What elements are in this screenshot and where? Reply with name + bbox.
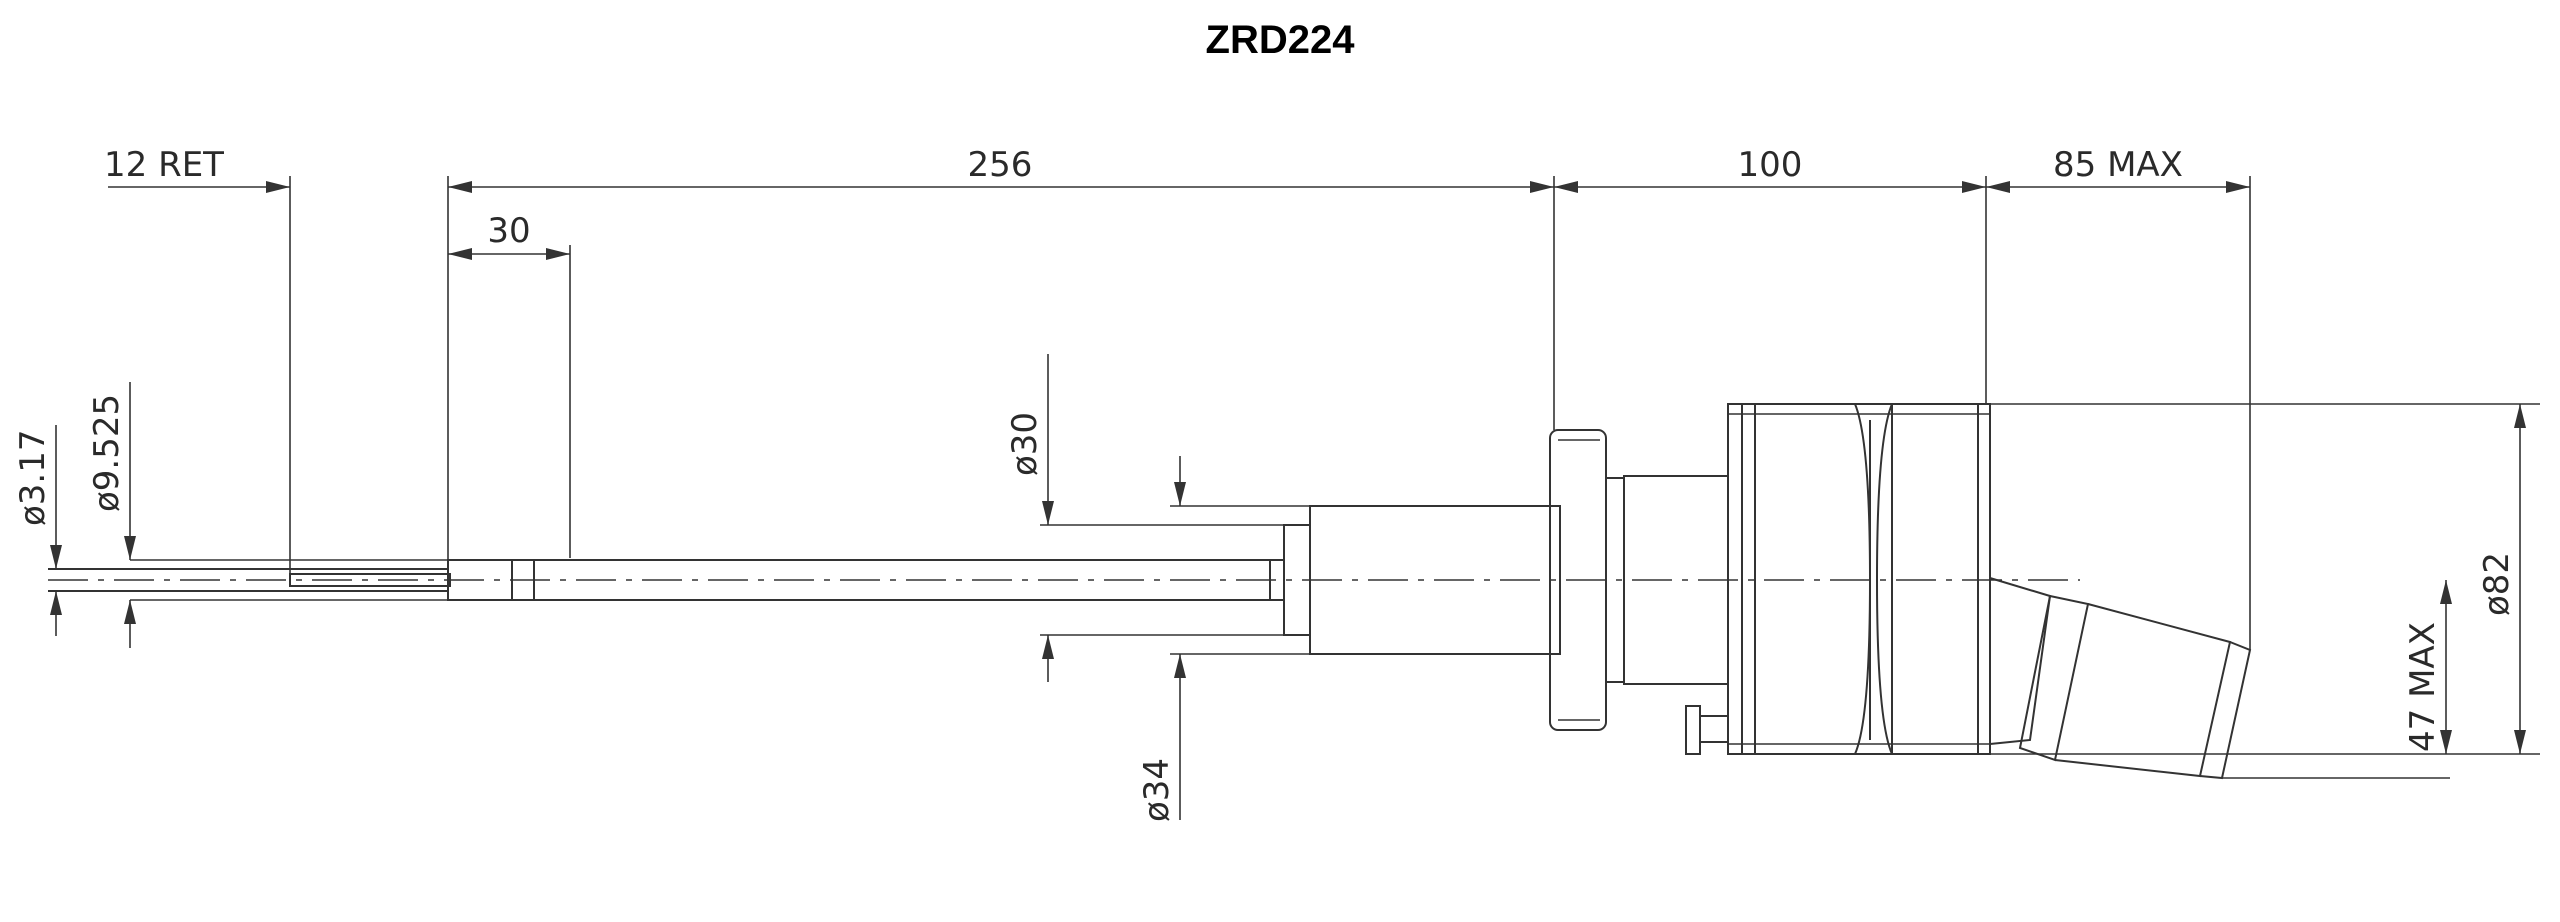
dim-47-max: 47 MAX bbox=[2403, 580, 2452, 754]
dim-d34: ø34 bbox=[1137, 456, 1186, 822]
dim-30-label: 30 bbox=[487, 211, 530, 251]
dim-d30-label: ø30 bbox=[1005, 412, 1045, 476]
drawing-title: ZRD224 bbox=[1205, 18, 1355, 62]
dim-47-max-label: 47 MAX bbox=[2403, 622, 2443, 752]
dim-12-ret-label: 12 RET bbox=[104, 145, 224, 185]
dim-30: 30 bbox=[448, 211, 570, 260]
dim-d82: ø82 bbox=[2477, 404, 2526, 754]
dim-100: 100 bbox=[1554, 145, 1986, 193]
dim-d317-label: ø3.17 bbox=[13, 429, 53, 526]
probe-wire bbox=[48, 568, 451, 592]
dim-d9525-label: ø9.525 bbox=[87, 394, 127, 512]
dim-12-ret: 12 RET bbox=[104, 145, 290, 193]
dim-d317: ø3.17 bbox=[13, 425, 62, 636]
dim-d30: ø30 bbox=[1005, 354, 1054, 682]
dim-85-max-label: 85 MAX bbox=[2053, 145, 2183, 185]
dim-d34-label: ø34 bbox=[1137, 758, 1177, 822]
set-screw bbox=[1685, 705, 1729, 755]
dim-100-label: 100 bbox=[1738, 145, 1803, 185]
angled-connector bbox=[1989, 576, 2252, 780]
dim-d9525: ø9.525 bbox=[87, 382, 136, 648]
dim-256-label: 256 bbox=[968, 145, 1033, 185]
extension-lines bbox=[48, 176, 2540, 779]
dim-d82-label: ø82 bbox=[2477, 552, 2517, 616]
head-body bbox=[1727, 403, 1991, 755]
dim-256: 256 bbox=[448, 145, 1554, 193]
dim-85-max: 85 MAX bbox=[1986, 145, 2250, 193]
